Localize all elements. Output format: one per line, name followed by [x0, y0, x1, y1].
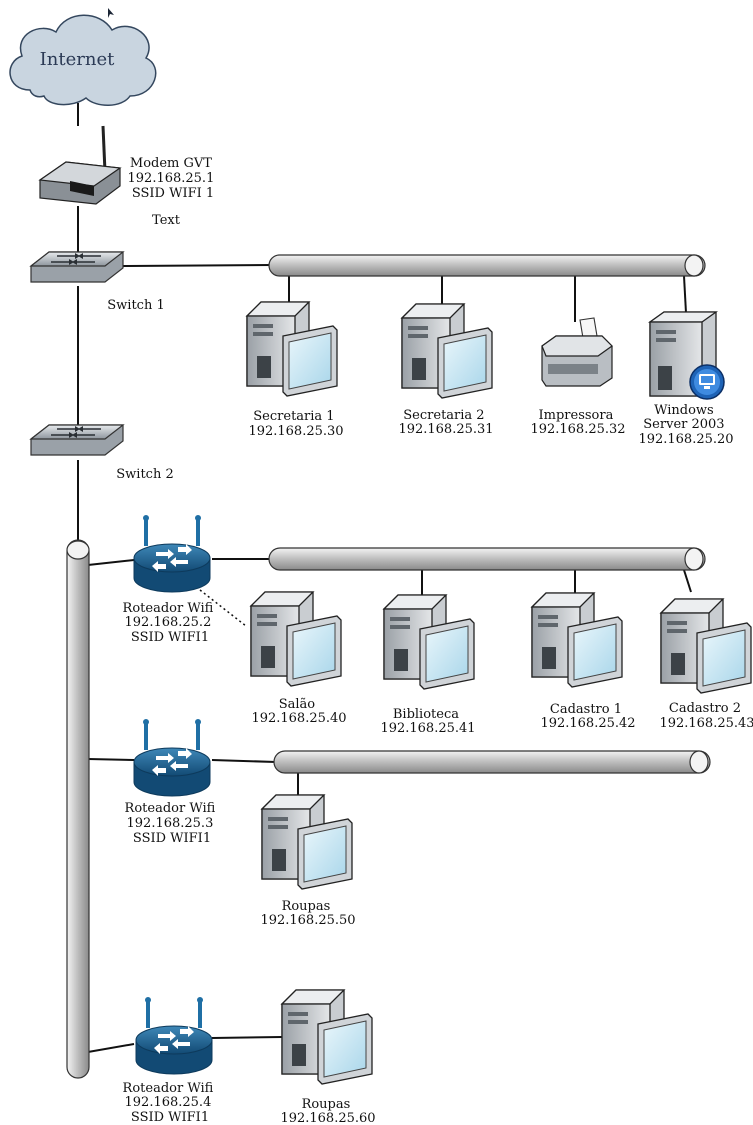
modem-icon	[38, 125, 122, 205]
label-roupas-2: Roupas 192.168.25.60	[280, 1097, 375, 1125]
switch-2-icon	[30, 424, 124, 456]
label-cadastro-1: Cadastro 1 192.168.25.42	[540, 702, 635, 731]
internet-label: Internet	[40, 49, 115, 70]
switch-1-label: Switch 1	[107, 298, 164, 313]
pc-roupas-1-icon	[261, 794, 353, 890]
pc-salao-icon	[250, 591, 342, 687]
modem-extra-text: Text	[152, 213, 181, 228]
router-3-icon	[135, 996, 213, 1075]
internet-cloud: Internet	[9, 14, 157, 106]
label-router-3: Roteador Wifi 192.168.25.4 SSID WIFI1	[123, 1081, 218, 1125]
label-secretaria-1: Secretaria 1 192.168.25.30	[248, 409, 343, 439]
network-wires	[77, 103, 692, 1053]
bus-3	[273, 750, 711, 774]
switch-1-icon	[30, 251, 124, 283]
pc-cadastro-1-icon	[531, 592, 623, 688]
pc-roupas-2-icon	[281, 989, 373, 1085]
label-biblioteca: Biblioteca 192.168.25.41	[380, 707, 475, 736]
cursor-icon	[108, 8, 114, 18]
printer-icon	[541, 317, 613, 387]
label-cadastro-2: Cadastro 2 192.168.25.43	[659, 701, 753, 731]
label-router-2: Roteador Wifi 192.168.25.3 SSID WIFI1	[125, 801, 220, 846]
label-router-1: Roteador Wifi 192.168.25.2 SSID WIFI1	[123, 601, 218, 645]
label-secretaria-2: Secretaria 2 192.168.25.31	[398, 408, 493, 437]
label-salao: Salão 192.168.25.40	[251, 697, 346, 726]
pc-biblioteca-icon	[383, 594, 475, 690]
router-2-icon	[133, 718, 211, 797]
label-impressora: Impressora 192.168.25.32	[530, 408, 625, 437]
label-windows-server: Windows Server 2003 192.168.25.20	[638, 403, 733, 447]
pc-cadastro-2-icon	[660, 598, 752, 694]
bus-2	[268, 547, 706, 571]
pc-secretaria-1-icon	[246, 301, 338, 397]
pc-secretaria-2-icon	[401, 303, 493, 399]
modem-label: Modem GVT 192.168.25.1 SSID WIFI 1	[128, 156, 219, 201]
backbone-bus	[66, 539, 90, 1079]
label-roupas-1: Roupas 192.168.25.50	[260, 899, 355, 928]
switch-2-label: Switch 2	[116, 467, 173, 482]
windows-server-badge-icon	[689, 364, 725, 400]
bus-1	[268, 254, 706, 277]
router-1-icon	[133, 514, 211, 593]
